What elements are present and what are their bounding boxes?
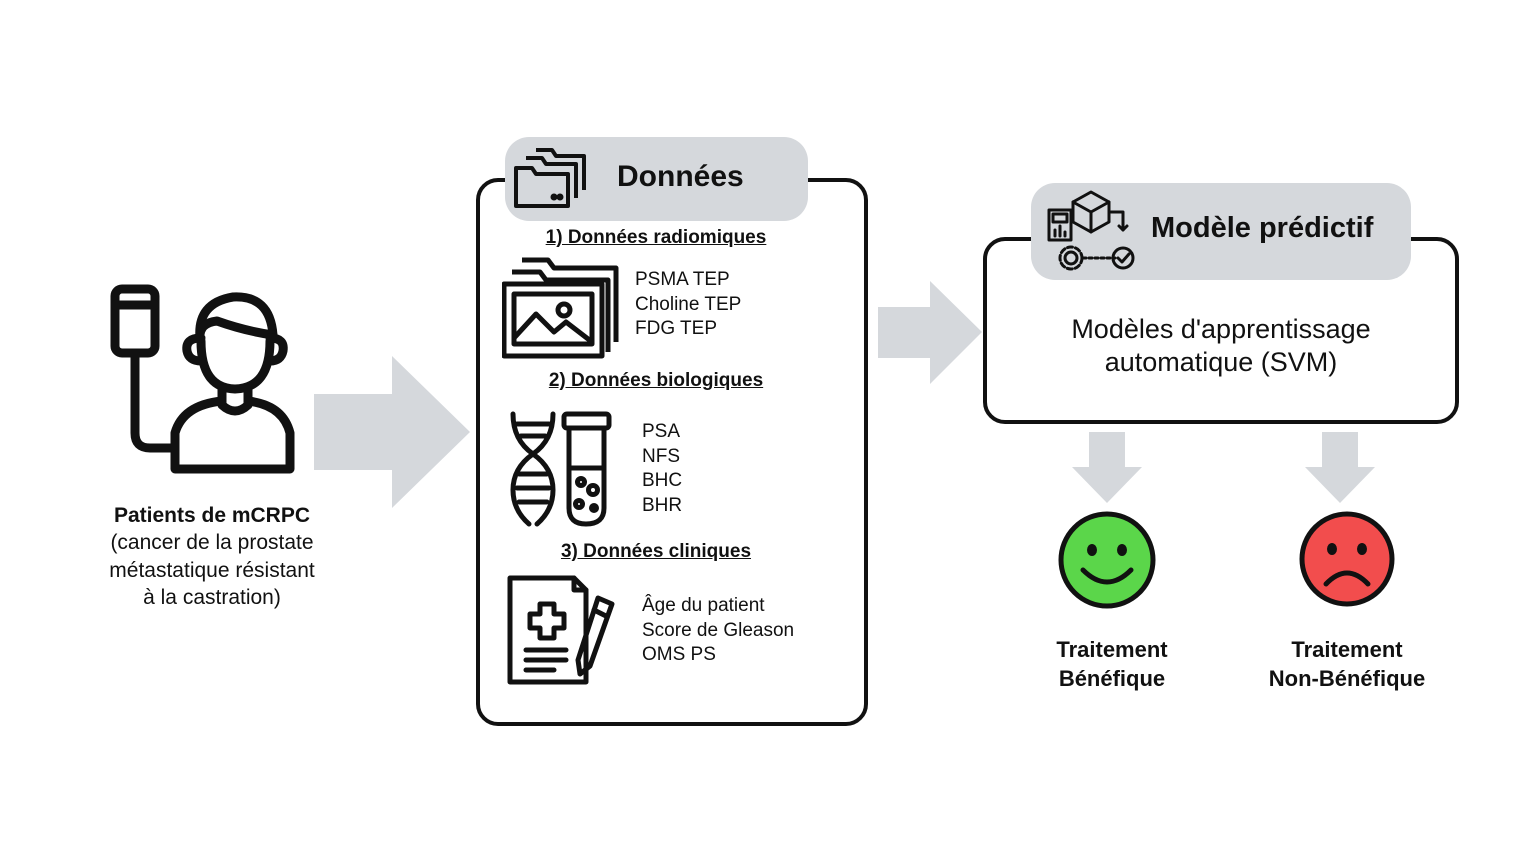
patient-description-line: (cancer de la prostate	[110, 531, 314, 554]
list-item: FDG TEP	[635, 318, 717, 339]
medical-record-icon	[507, 575, 615, 685]
arrow-right-icon	[878, 281, 982, 384]
section-heading-biology: 2) Données biologiques	[548, 370, 764, 391]
image-folder-icon	[502, 257, 619, 359]
sad-face-icon	[1299, 511, 1395, 607]
patient-description-line: à la castration)	[143, 586, 281, 609]
outcome-label: Non-Bénéfique	[1268, 666, 1426, 691]
list-item: Âge du patient	[642, 595, 765, 616]
list-item: OMS PS	[642, 644, 716, 665]
data-panel-title: Données	[617, 160, 744, 193]
list-item: PSA	[642, 421, 681, 442]
list-item: PSMA TEP	[635, 269, 730, 290]
section-heading-radiomics: 1) Données radiomiques	[545, 227, 767, 248]
arrow-down-icon	[1305, 432, 1375, 503]
arrow-down-icon	[1072, 432, 1142, 503]
model-description-line: Modèles d'apprentissage	[1071, 314, 1371, 344]
list-item: BHR	[642, 494, 683, 516]
section-heading-clinical: 3) Données cliniques	[560, 541, 752, 562]
model-panel-title: Modèle prédictif	[1151, 212, 1374, 244]
patient-iv-icon	[110, 284, 295, 474]
list-item: Choline TEP	[635, 293, 742, 315]
list-item: NFS	[642, 445, 680, 467]
patient-description-line: métastatique résistant	[109, 558, 315, 582]
list-item: BHC	[642, 470, 683, 491]
list-item: Score de Gleason	[642, 619, 795, 641]
predictive-model-icon	[1047, 190, 1135, 271]
folders-icon	[514, 148, 586, 208]
arrow-right-icon	[314, 356, 470, 508]
patient-title: Patients de mCRPC	[113, 504, 311, 527]
happy-face-icon	[1058, 511, 1156, 609]
outcome-label: Traitement	[1291, 637, 1403, 662]
outcome-label: Bénéfique	[1058, 666, 1166, 691]
model-description-line: automatique (SVM)	[1104, 347, 1338, 377]
dna-test-tube-icon	[510, 411, 612, 527]
outcome-label: Traitement	[1056, 637, 1168, 662]
